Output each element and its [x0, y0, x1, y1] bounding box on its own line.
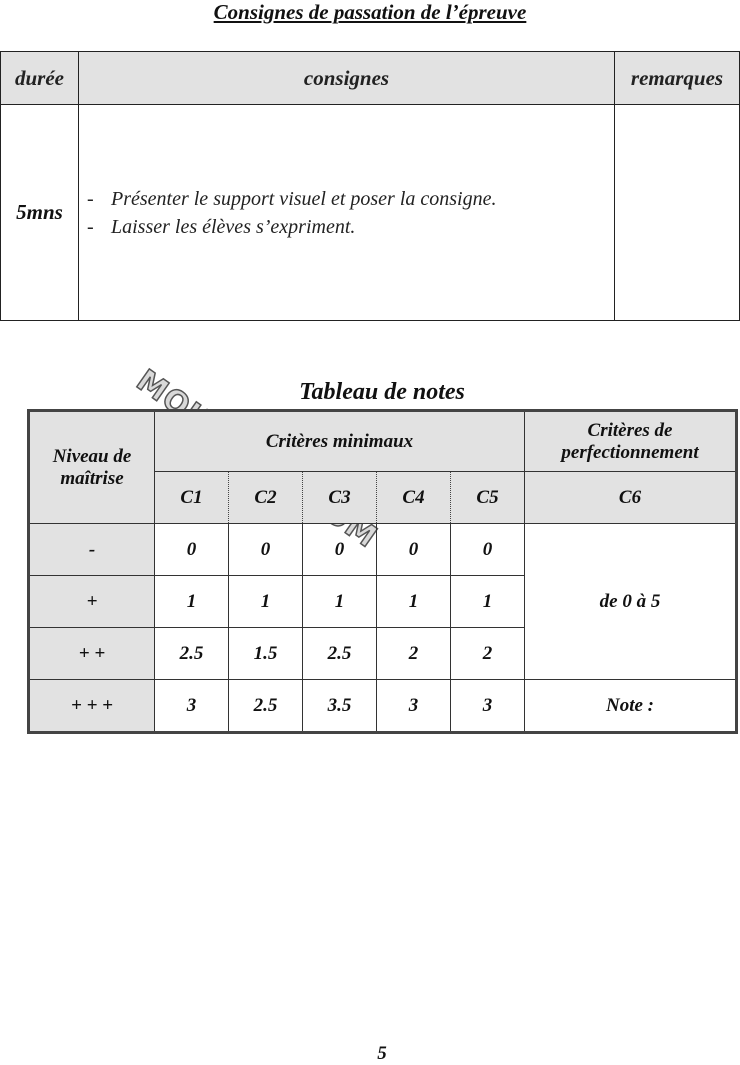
- notes-table: Niveau de maîtrise Critères minimaux Cri…: [27, 409, 738, 734]
- value-cell: 1: [228, 575, 303, 628]
- value-cell: 1: [376, 575, 451, 628]
- notes-title: Tableau de notes: [299, 379, 465, 405]
- criterion-header: C2: [228, 471, 303, 524]
- value-cell: 2.5: [154, 627, 229, 680]
- header-remarques: remarques: [614, 51, 740, 105]
- value-cell: 0: [228, 523, 303, 576]
- consignes-cell: Présenter le support visuel et poser la …: [78, 104, 615, 321]
- consigne-list: Présenter le support visuel et poser la …: [79, 185, 614, 241]
- niveau-cell: + + +: [28, 679, 155, 733]
- value-cell: 1: [302, 575, 377, 628]
- value-cell: 3.5: [302, 679, 377, 733]
- criteres-perfectionnement-header: Critères de perfectionnement: [524, 410, 737, 472]
- table-row: + + 2.5 1.5 2.5 2 2: [28, 627, 737, 680]
- header-duree: durée: [0, 51, 79, 105]
- value-cell: 0: [450, 523, 525, 576]
- table-row: + 1 1 1 1 1: [28, 575, 737, 628]
- value-cell: 0: [154, 523, 229, 576]
- criterion-header: C1: [154, 471, 229, 524]
- value-cell: 2: [450, 627, 525, 680]
- niveau-header: Niveau de maîtrise: [28, 410, 155, 524]
- table-row: + + + 3 2.5 3.5 3 3 Note :: [28, 679, 737, 733]
- remarques-cell: [614, 104, 740, 321]
- value-cell: 3: [154, 679, 229, 733]
- value-cell: 2.5: [228, 679, 303, 733]
- niveau-cell: -: [28, 523, 155, 576]
- value-cell: 0: [376, 523, 451, 576]
- page-title: Consignes de passation de l’épreuve: [213, 0, 527, 24]
- c6-header: C6: [524, 471, 737, 524]
- criteres-minimaux-header: Critères minimaux: [154, 410, 525, 472]
- criterion-header: C5: [450, 471, 525, 524]
- niveau-cell: + +: [28, 627, 155, 680]
- value-cell: 1: [154, 575, 229, 628]
- niveau-cell: +: [28, 575, 155, 628]
- header-consignes: consignes: [78, 51, 615, 105]
- note-cell: Note :: [524, 679, 737, 733]
- list-item: Laisser les élèves s’expriment.: [87, 213, 614, 241]
- value-cell: 0: [302, 523, 377, 576]
- value-cell: 1: [450, 575, 525, 628]
- table-row: - 0 0 0 0 0 de 0 à 5: [28, 523, 737, 680]
- value-cell: 2: [376, 627, 451, 680]
- page-number: 5: [377, 1043, 387, 1064]
- table-row: 5mns Présenter le support visuel et pose…: [0, 104, 740, 321]
- c6-range-cell: de 0 à 5: [524, 523, 737, 680]
- value-cell: 3: [376, 679, 451, 733]
- consignes-table: durée consignes remarques 5mns Présenter…: [0, 51, 740, 321]
- criterion-header: C4: [376, 471, 451, 524]
- value-cell: 1.5: [228, 627, 303, 680]
- list-item: Présenter le support visuel et poser la …: [87, 185, 614, 213]
- duree-cell: 5mns: [0, 104, 79, 321]
- value-cell: 3: [450, 679, 525, 733]
- value-cell: 2.5: [302, 627, 377, 680]
- criterion-header: C3: [302, 471, 377, 524]
